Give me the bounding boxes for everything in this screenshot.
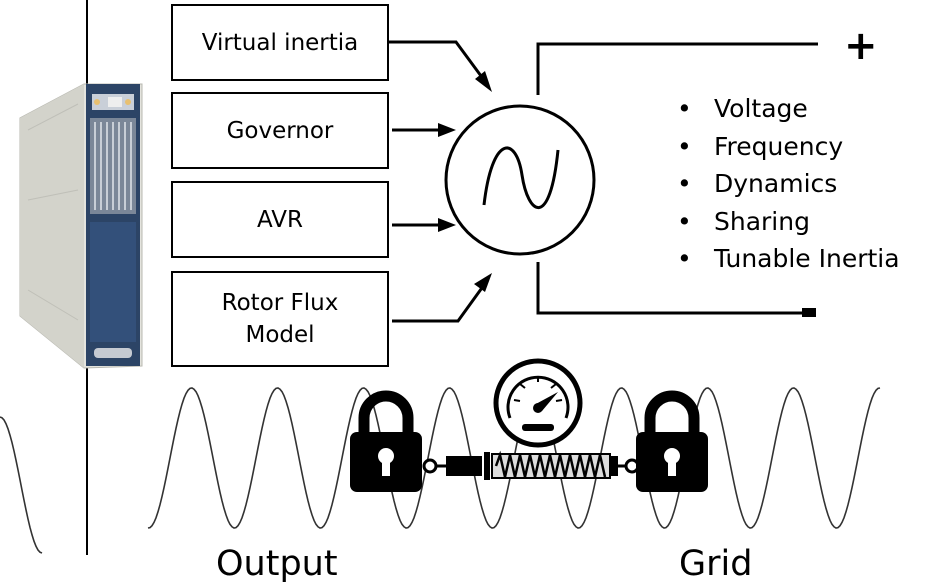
output-waveform — [0, 416, 43, 554]
positive-terminal-sign: + — [844, 23, 878, 69]
negative-terminal-mark — [802, 308, 816, 317]
feature-item-sharing: Sharing — [674, 203, 900, 241]
power-converter-cabinet-icon — [19, 83, 143, 369]
padlock-icon — [350, 390, 422, 492]
rotor-flux-model-block: Rotor Flux Model — [171, 271, 389, 367]
feature-item-voltage: Voltage — [674, 90, 900, 128]
arrowheads — [438, 71, 492, 292]
grid-caption: Grid — [679, 544, 753, 584]
feature-item-frequency: Frequency — [674, 128, 900, 166]
feature-item-tunable-inertia: Tunable Inertia — [674, 240, 900, 278]
output-caption: Output — [216, 544, 338, 584]
governor-block: Governor — [171, 92, 389, 169]
feature-list: Voltage Frequency Dynamics Sharing Tunab… — [674, 90, 900, 278]
feature-item-dynamics: Dynamics — [674, 165, 900, 203]
spring-damper-icon — [422, 450, 640, 480]
padlock-icon — [636, 390, 708, 492]
ac-source-circle-icon — [444, 104, 596, 256]
gauge-icon — [493, 358, 583, 448]
connection-lines — [388, 40, 818, 323]
avr-block: AVR — [171, 181, 389, 258]
virtual-inertia-block: Virtual inertia — [171, 4, 389, 81]
